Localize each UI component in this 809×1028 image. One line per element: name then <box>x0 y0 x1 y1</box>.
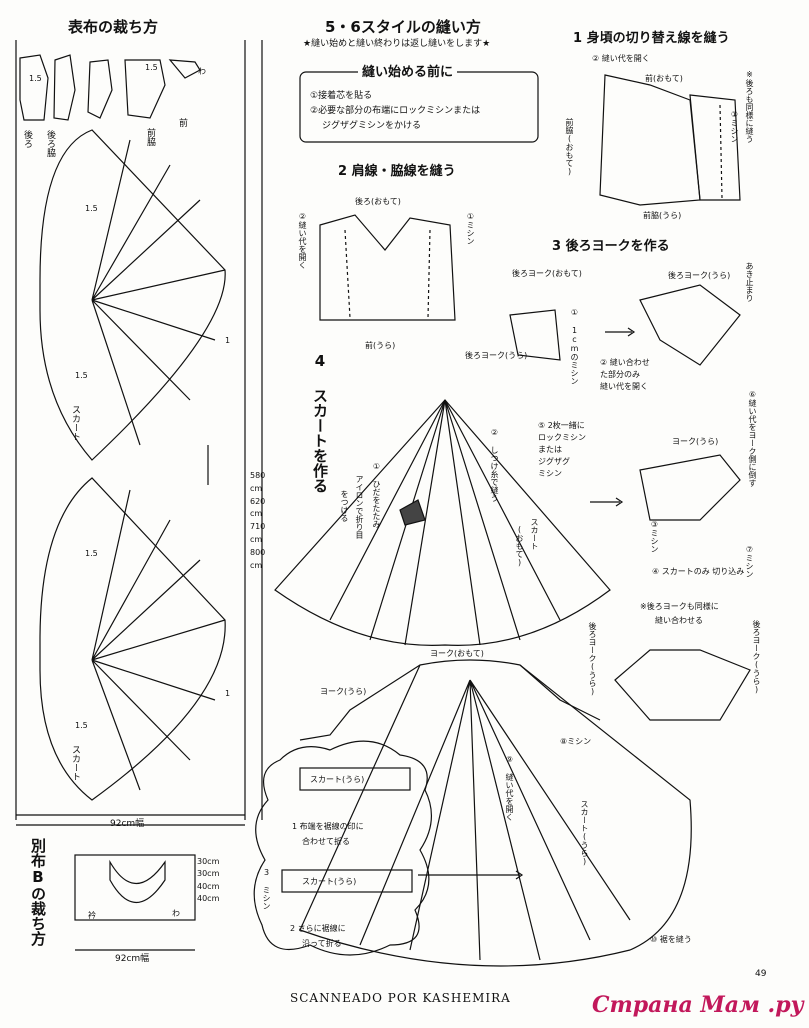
front-piece-shape <box>124 59 166 119</box>
yoke-skirt-join-drawing <box>639 454 741 521</box>
skirt-fan-1 <box>39 129 226 461</box>
label-front-side: 前脇 <box>145 128 155 146</box>
label-back-side: 後ろ脇 <box>45 130 55 157</box>
back-piece-shape <box>19 54 49 121</box>
inset-skirt-wrong-side-top <box>299 767 411 791</box>
back-yoke-drawing <box>509 309 561 361</box>
label-front: 前 <box>177 118 187 127</box>
step2-title: 2 肩線・脇線を縫う <box>338 164 456 179</box>
inset-skirt-wrong-side-bottom <box>281 869 413 893</box>
label-skirt-2: スカート <box>70 745 80 781</box>
step3-title: 3 後ろヨークを作る <box>552 239 670 254</box>
before-item-2b: ジグザグミシンをかける <box>322 121 422 131</box>
wa-label-1: わ <box>198 67 206 76</box>
fabric-b-width-label: 92cm幅 <box>115 954 150 964</box>
before-item-1: ①接着芯を貼る <box>310 91 373 101</box>
vest-drawing <box>319 214 456 321</box>
scan-credit: SCANNEADO POR KASHEMIRA <box>290 991 511 1005</box>
collar-piece-shape <box>109 859 166 904</box>
label-collar: 衿 <box>88 911 96 920</box>
fabric-width-label: 92cm幅 <box>110 819 145 829</box>
before-item-2: ②必要な部分の布端にロックミシンまたは <box>310 106 481 116</box>
finished-skirt-drawing <box>299 659 692 967</box>
site-watermark: Страна Мам .ру <box>592 992 804 1018</box>
skirt-fan-2 <box>39 477 226 801</box>
back-side-piece-shape <box>53 54 76 121</box>
inset-bubble <box>253 740 433 956</box>
step1-title: 1 身頃の切り替え線を縫う <box>573 31 730 46</box>
main-fabric-cutting-title: 表布の裁ち方 <box>68 18 159 36</box>
fabric-b-cutting-title: 別布Bの裁ち方 <box>29 838 47 946</box>
page-number: 49 <box>755 969 767 979</box>
before-sewing-title: 縫い始める前に <box>358 66 458 79</box>
label-back: 後ろ <box>22 130 32 148</box>
bodice-front-drawing <box>599 74 701 206</box>
step4-title: 4 スカートを作る <box>311 352 329 493</box>
label-skirt-1: スカート <box>70 405 80 441</box>
skirt-step4-drawing <box>274 399 611 646</box>
style-sewing-note: ★縫い始めと縫い終わりは返し縫いをします★ <box>303 39 491 49</box>
style-sewing-title: 5・6スタイルの縫い方 <box>325 18 481 36</box>
